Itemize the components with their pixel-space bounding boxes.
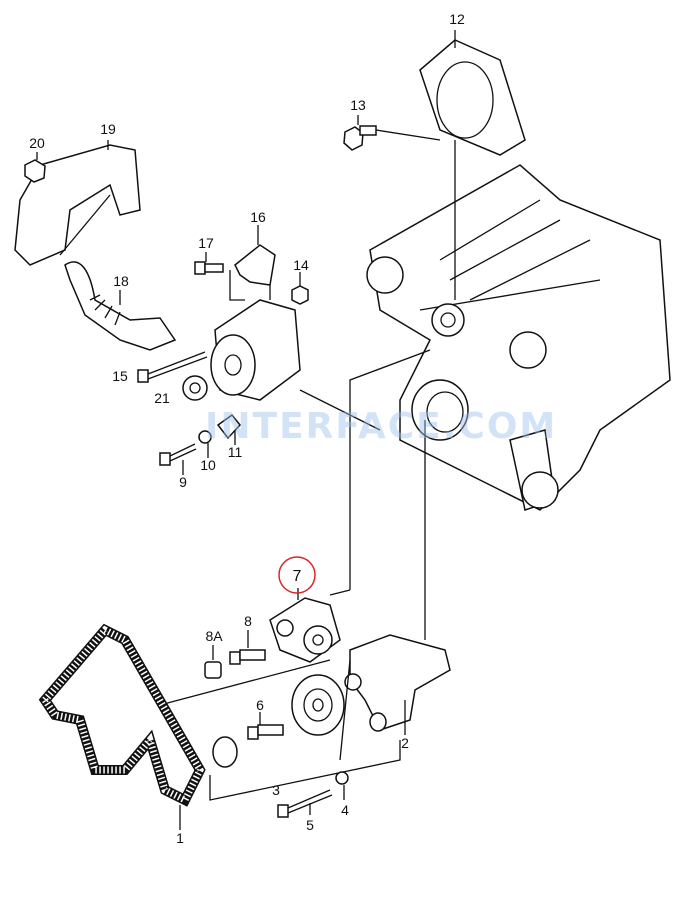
label-13: 13 [350,97,366,113]
label-4: 4 [341,802,349,818]
part-9-bolt [159,443,197,475]
label-14: 14 [293,257,309,273]
label-10: 10 [200,457,216,473]
part-6-bolt [247,712,284,740]
pulley-cap [212,736,238,768]
label-3: 3 [272,782,280,798]
label-2: 2 [401,735,409,751]
part-10-washer [198,430,212,458]
label-18: 18 [113,273,129,289]
part-19-intake-duct [14,140,141,266]
label-9: 9 [179,474,187,490]
part-4-washer [335,771,349,800]
part-13-bolt [343,115,441,151]
label-17: 17 [198,235,214,251]
part-labels: 1 2 3 4 5 6 7 8 8A 9 10 11 12 13 14 15 1… [29,11,465,846]
label-11: 11 [228,444,243,460]
label-15: 15 [112,368,128,384]
label-20: 20 [29,135,45,151]
label-12: 12 [449,11,465,27]
alternator [210,270,301,401]
part-8-bolt [229,630,266,665]
part-16-bracket [234,225,276,286]
label-7: 7 [293,568,302,585]
part-8a-cap [204,645,222,679]
watermark: INTERFACE.COM [205,406,557,447]
part-1-ribbed-belt [38,623,206,830]
label-8: 8 [244,613,252,629]
label-6: 6 [256,697,264,713]
part-12-timing-cover [419,30,526,300]
part-18-hose [64,261,177,351]
part-11-sleeve [216,413,241,445]
label-21: 21 [154,390,170,406]
part-3-idler-pulley [291,674,345,736]
part-7-tensioner [269,588,341,663]
label-19: 19 [100,121,116,137]
engine-block [366,164,671,511]
label-16: 16 [250,209,266,225]
part-14-nut [291,272,309,305]
part-5-bolt [277,789,333,818]
part-2-bracket [344,634,451,735]
label-5: 5 [306,817,314,833]
part-17-bolt [194,252,224,275]
highlight-circle-part-7 [278,556,316,594]
label-8a: 8A [205,628,223,644]
part-21-bushing [182,375,208,401]
label-1: 1 [176,830,184,846]
part-15-long-bolt [137,351,208,383]
